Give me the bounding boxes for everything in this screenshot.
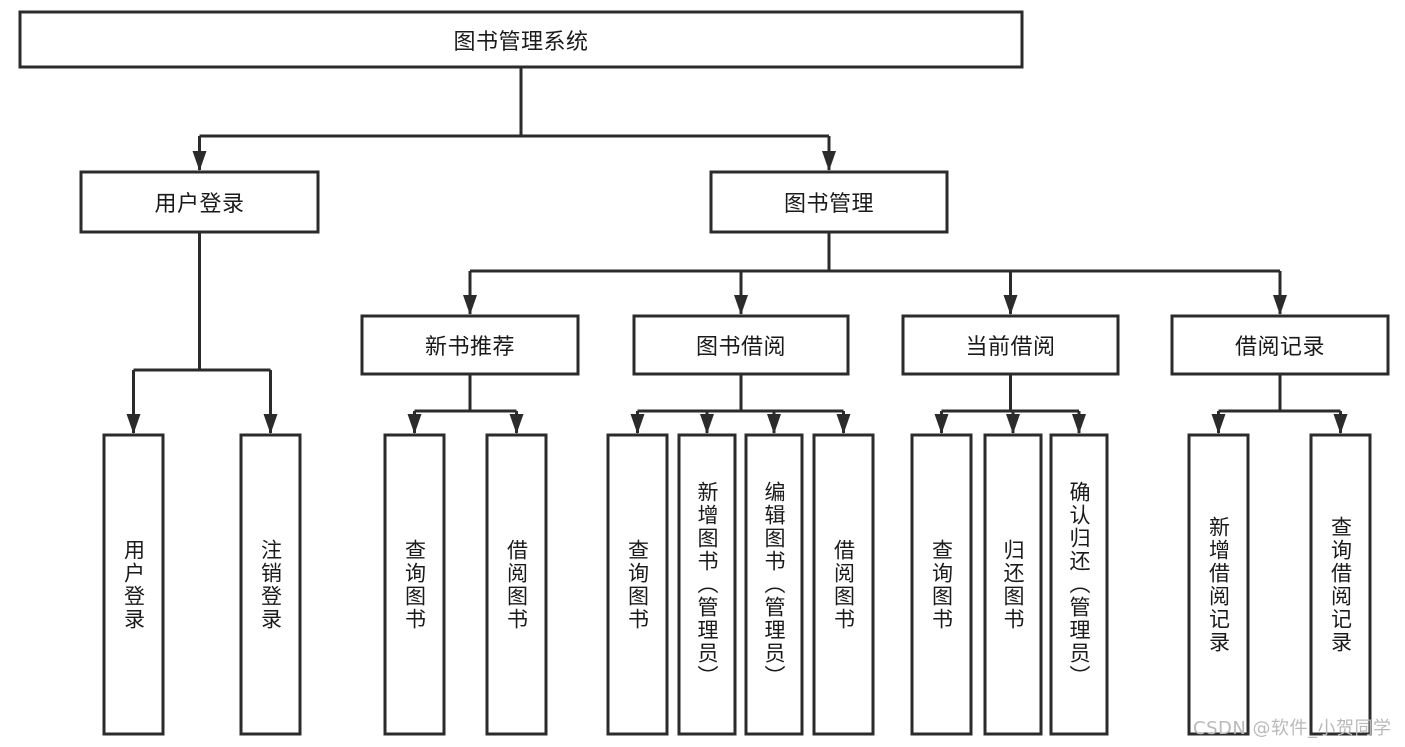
arrow-head-icon xyxy=(407,414,422,434)
arrow-head-icon xyxy=(126,414,141,434)
arrow-head-icon xyxy=(934,414,949,434)
node-box-borrow-record[interactable] xyxy=(1170,314,1390,376)
node-box-leaf-edit-book[interactable] xyxy=(744,433,804,736)
node-box-new-book-recommend[interactable] xyxy=(360,314,580,376)
arrow-head-icon xyxy=(1072,414,1086,434)
node-box-leaf-confirm-return[interactable] xyxy=(1049,433,1109,736)
arrow-head-icon xyxy=(509,414,524,434)
node-box-current-borrow[interactable] xyxy=(901,314,1120,376)
node-box-leaf-return-book[interactable] xyxy=(983,433,1043,736)
node-box-user-login[interactable] xyxy=(79,170,320,234)
watermark-text: CSDN @软件_小贺同学 xyxy=(1193,718,1392,739)
arrow-head-icon xyxy=(192,151,207,171)
arrow-head-icon xyxy=(1211,414,1226,434)
arrow-head-icon xyxy=(1003,295,1018,315)
connector-group xyxy=(126,67,1348,434)
node-box-leaf-borrow-book-1[interactable] xyxy=(485,433,548,736)
node-box-root[interactable] xyxy=(18,10,1024,69)
arrow-head-icon xyxy=(1273,295,1287,315)
node-box-leaf-query-book-2[interactable] xyxy=(606,433,669,736)
node-box-group xyxy=(18,10,1390,736)
arrow-head-icon xyxy=(1006,414,1020,434)
node-box-leaf-logout[interactable] xyxy=(239,433,302,736)
arrow-head-icon xyxy=(1333,414,1348,434)
node-box-leaf-add-book[interactable] xyxy=(677,433,737,736)
arrow-head-icon xyxy=(822,151,836,171)
arrow-head-icon xyxy=(700,414,714,434)
node-box-book-management[interactable] xyxy=(709,170,949,234)
arrow-head-icon xyxy=(734,295,748,315)
node-box-leaf-add-record[interactable] xyxy=(1187,433,1250,736)
node-box-leaf-query-record[interactable] xyxy=(1309,433,1372,736)
arrow-head-icon xyxy=(263,414,278,434)
arrow-head-icon xyxy=(836,414,851,434)
node-box-leaf-query-book-3[interactable] xyxy=(910,433,973,736)
arrow-head-icon xyxy=(630,414,645,434)
arrow-head-icon xyxy=(767,414,781,434)
node-box-leaf-borrow-book-2[interactable] xyxy=(812,433,875,736)
node-box-leaf-query-book-1[interactable] xyxy=(383,433,446,736)
arrow-head-icon xyxy=(463,295,477,315)
node-box-leaf-user-login[interactable] xyxy=(102,433,165,736)
node-box-book-borrow[interactable] xyxy=(632,314,850,376)
